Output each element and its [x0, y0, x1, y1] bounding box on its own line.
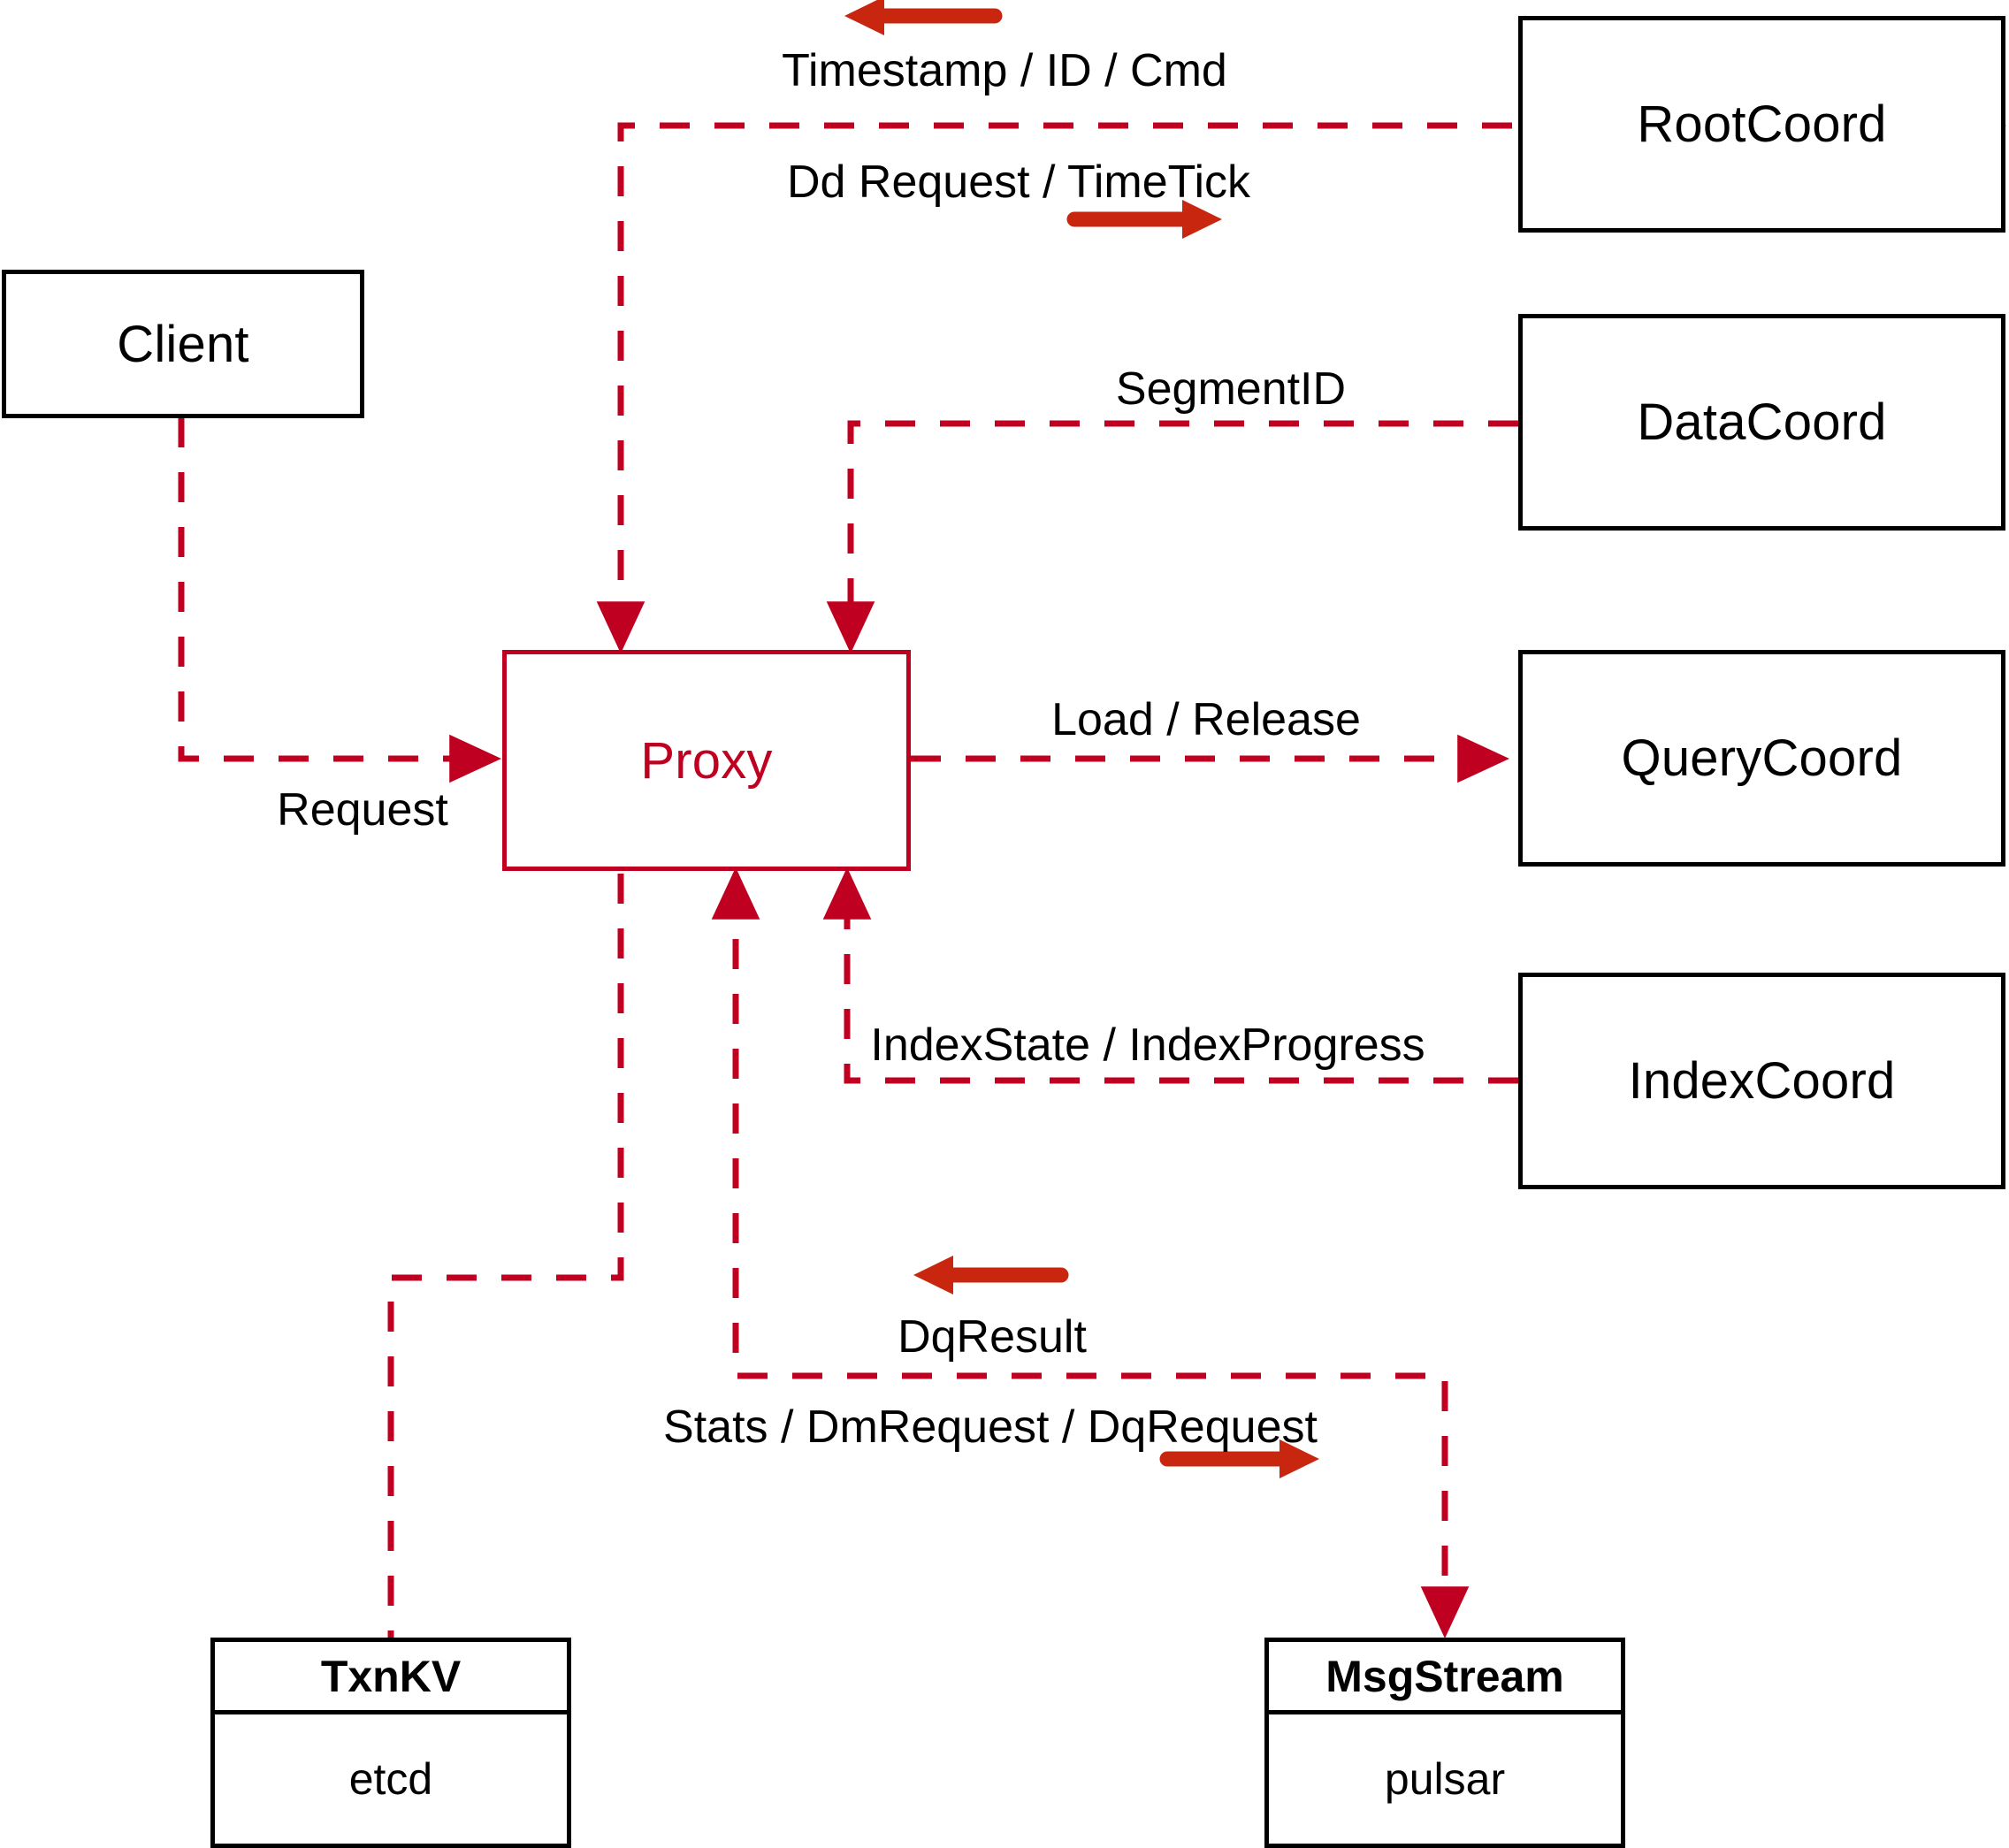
- wire-datacoord-to-proxy: [826, 420, 1518, 653]
- node-querycoord[interactable]: QueryCoord: [1518, 650, 2005, 867]
- edge-label-timestamp-id-cmd: Timestamp / ID / Cmd: [782, 45, 1227, 96]
- node-client[interactable]: Client: [2, 270, 364, 418]
- node-msgstream[interactable]: MsgStream pulsar: [1264, 1638, 1625, 1848]
- node-rootcoord[interactable]: RootCoord: [1518, 16, 2005, 233]
- direction-arrow-dqresult-left: [913, 1256, 1069, 1294]
- node-txnkv-impl: etcd: [348, 1754, 433, 1804]
- node-datacoord[interactable]: DataCoord: [1518, 314, 2005, 531]
- wire-proxy-to-txnkv: [387, 874, 624, 1638]
- node-msgstream-impl: pulsar: [1384, 1754, 1506, 1804]
- edge-label-indexstate-indexprogress: IndexState / IndexProgress: [870, 1019, 1425, 1071]
- node-msgstream-title: MsgStream: [1269, 1642, 1621, 1714]
- node-indexcoord-label: IndexCoord: [1628, 1052, 1896, 1110]
- wire-proxy-to-msgstream: [711, 867, 1470, 1638]
- edge-label-dd-request-timetick: Dd Request / TimeTick: [786, 157, 1251, 208]
- node-proxy-label: Proxy: [640, 731, 773, 790]
- edge-label-dqresult: DqResult: [898, 1311, 1087, 1363]
- node-client-label: Client: [117, 315, 249, 373]
- wire-client-to-proxy: [178, 417, 501, 783]
- node-querycoord-label: QueryCoord: [1621, 729, 1903, 787]
- node-datacoord-label: DataCoord: [1637, 393, 1887, 451]
- edge-label-load-release: Load / Release: [1051, 694, 1361, 745]
- node-proxy[interactable]: Proxy: [502, 650, 911, 871]
- node-rootcoord-label: RootCoord: [1637, 95, 1887, 153]
- direction-arrow-timestamp-left: [844, 0, 1003, 35]
- node-txnkv-title: TxnKV: [215, 1642, 567, 1714]
- node-indexcoord[interactable]: IndexCoord: [1518, 973, 2005, 1189]
- edge-label-segmentid: SegmentID: [1115, 363, 1347, 415]
- node-txnkv[interactable]: TxnKV etcd: [210, 1638, 571, 1848]
- edge-label-request: Request: [277, 784, 448, 836]
- edge-label-stats-dmrequest-dqrequest: Stats / DmRequest / DqRequest: [663, 1401, 1318, 1453]
